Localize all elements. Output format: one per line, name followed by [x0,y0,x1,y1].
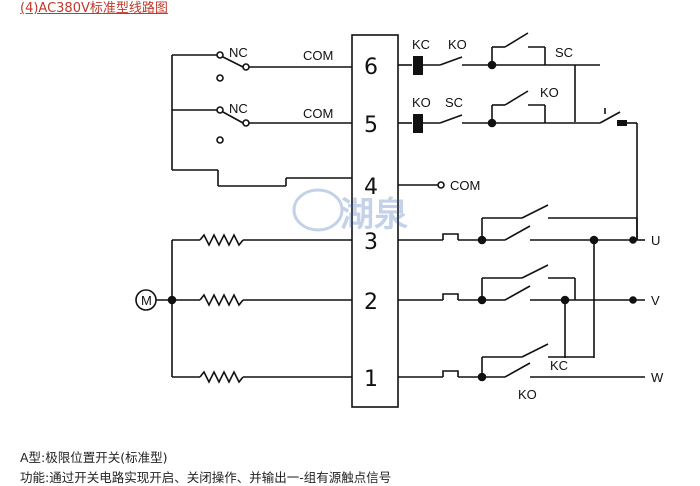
terminal-block [351,34,399,408]
page-title-link[interactable]: (4)AC380V标准型线路图 [20,1,168,16]
ko-label: KO [412,95,431,110]
motor-label: M [141,293,152,308]
wiring-diagram: 湖泉 NC NC COM COM COM KC KO SC KO SC KO K… [135,32,664,408]
ko-label: KO [448,37,467,52]
com-label: COM [450,178,480,193]
phase-u-label: U [651,233,660,248]
nc-label: NC [229,101,248,116]
watermark-text: 湖泉 [340,195,408,235]
sc-label: SC [555,45,573,60]
watermark-logo: 湖泉 [292,188,408,235]
phase-w-label: W [651,370,664,385]
description-line: A型:极限位置开关(标准型) [20,450,168,465]
terminal-number: 3 [364,230,378,255]
terminal-number: 5 [364,113,378,138]
description-line: 功能:通过开关电路实现开启、关闭操作、并输出一-组有源触点信号 [20,470,392,485]
terminal-number: 4 [364,175,378,200]
terminal-number: 2 [364,290,378,315]
terminal-number: 6 [364,55,378,80]
terminal-number: 1 [364,367,378,392]
phase-v-label: V [651,293,660,308]
kc-label: KC [412,37,430,52]
ko-label: KO [518,387,537,402]
kc-label: KC [550,358,568,373]
com-label: COM [303,106,333,121]
com-label: COM [303,48,333,63]
nc-label: NC [229,45,248,60]
sc-label: SC [445,95,463,110]
ko-label: KO [540,85,559,100]
